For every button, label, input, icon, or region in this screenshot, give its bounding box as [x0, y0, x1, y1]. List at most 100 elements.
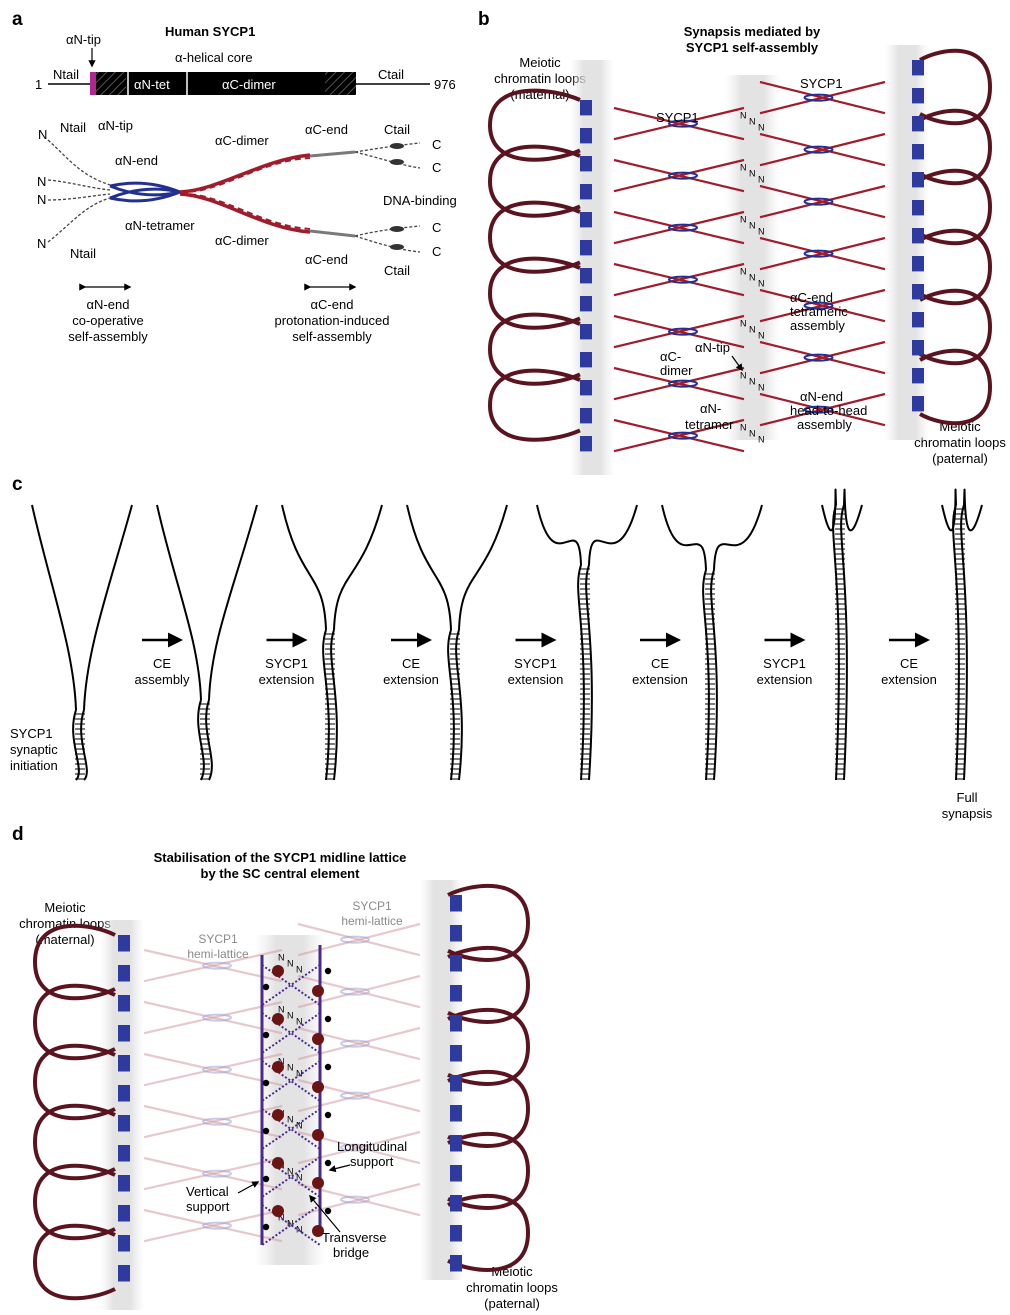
ctail-top-label: Ctail	[384, 122, 410, 137]
axis-block	[450, 895, 462, 912]
chromosome-axis	[334, 505, 382, 630]
n-terminus-glyph: N	[749, 116, 756, 126]
axis-block	[580, 436, 592, 451]
axis-block	[450, 1045, 462, 1062]
n-terminus: N	[37, 174, 46, 189]
panel-c: c SYCP1 synaptic initiation CEassemblySY…	[10, 474, 993, 821]
n-terminus-glyph: N	[749, 272, 756, 282]
chromosome-axis	[209, 505, 257, 700]
panel-a: a Human SYCP1 αN-tip α-helical core Ntai…	[12, 9, 457, 344]
c-terminus: C	[432, 244, 441, 259]
n-terminus-glyph: N	[740, 370, 747, 380]
panel-b-title-1: Synapsis mediated by	[684, 24, 821, 39]
bottom-right-line1: αC-end	[311, 297, 354, 312]
b-ac-dimer-1: αC-	[660, 349, 681, 364]
chromosome-axis	[714, 505, 762, 570]
step-label-line2: extension	[757, 672, 813, 687]
b-an-end-3: assembly	[797, 417, 852, 432]
ac-end-bot-label: αC-end	[305, 252, 348, 267]
n-terminus-glyph: N	[758, 122, 765, 132]
axis-block	[580, 184, 592, 199]
ntail-top-label: Ntail	[60, 120, 86, 135]
axis-block	[912, 284, 924, 299]
c-terminus: C	[432, 160, 441, 175]
b-an-end-2: head-to-head	[790, 403, 867, 418]
n-terminus-glyph: N	[749, 428, 756, 438]
b-paternal-3: (paternal)	[932, 451, 988, 466]
axis-block	[118, 1115, 130, 1132]
axis-block	[912, 172, 924, 187]
panel-d-title-1: Stabilisation of the SYCP1 midline latti…	[154, 850, 407, 865]
step-label-line2: extension	[508, 672, 564, 687]
panel-label-c: c	[12, 474, 23, 495]
seq-end: 976	[434, 77, 456, 92]
n-terminus-glyph: N	[740, 110, 747, 120]
b-ac-end-2: tetrameric	[790, 304, 848, 319]
axis-block	[118, 1175, 130, 1192]
an-tip-top-label: αN-tip	[66, 32, 101, 47]
c-terminus: C	[432, 220, 441, 235]
chromosome-axis	[282, 505, 326, 630]
n-terminus-glyph: N	[758, 382, 765, 392]
ce-protein	[312, 1177, 324, 1189]
axis-block	[450, 1075, 462, 1092]
ce-node	[263, 1080, 269, 1086]
d-longitudinal-2: support	[350, 1154, 394, 1169]
b-paternal-loops	[920, 51, 990, 423]
step-label-line2: extension	[881, 672, 937, 687]
ce-protein	[272, 965, 284, 977]
n-terminus-glyph: N	[278, 1004, 285, 1014]
step-label-line1: CE	[900, 656, 918, 671]
step-label-line2: extension	[383, 672, 439, 687]
step-label-line2: extension	[259, 672, 315, 687]
ce-protein	[312, 1081, 324, 1093]
n-terminus: N	[38, 127, 47, 142]
ce-protein	[312, 985, 324, 997]
d-hemi-left-2: hemi-lattice	[187, 947, 249, 961]
b-an-tetramer-1: αN-	[700, 401, 721, 416]
panel-label-a: a	[12, 9, 23, 30]
axis-block	[118, 1055, 130, 1072]
n-terminus-glyph: N	[749, 168, 756, 178]
b-an-tip: αN-tip	[695, 340, 730, 355]
axis-block	[118, 1265, 130, 1282]
an-end-label: αN-end	[115, 153, 158, 168]
n-terminus-glyph: N	[758, 226, 765, 236]
axis-block	[912, 88, 924, 103]
bottom-right-line2: protonation-induced	[275, 313, 390, 328]
axis-block	[912, 60, 924, 75]
bottom-left-line1: αN-end	[87, 297, 130, 312]
n-terminus-glyph: N	[758, 434, 765, 444]
axis-block	[912, 396, 924, 411]
d-transverse-1: Transverse	[322, 1230, 387, 1245]
step-label-line1: SYCP1	[763, 656, 806, 671]
axis-block	[580, 240, 592, 255]
axis-block	[450, 1015, 462, 1032]
n-terminus-glyph: N	[278, 952, 285, 962]
step-label-line2: extension	[632, 672, 688, 687]
ce-node	[325, 968, 331, 974]
step-label-line1: CE	[402, 656, 420, 671]
ce-node	[325, 1112, 331, 1118]
b-maternal-loops	[490, 91, 580, 440]
chromosome-axis	[448, 630, 454, 780]
ce-node	[325, 1016, 331, 1022]
b-sycp1-right: SYCP1	[800, 76, 843, 91]
axis-block	[912, 340, 924, 355]
b-ac-dimer-2: dimer	[660, 363, 693, 378]
n-terminus-glyph: N	[296, 1068, 303, 1078]
panel-d: d Stabilisation of the SYCP1 midline lat…	[12, 824, 558, 1311]
axis-block	[912, 116, 924, 131]
b-an-end-1: αN-end	[800, 389, 843, 404]
axis-block	[912, 228, 924, 243]
c-initiation-1: SYCP1	[10, 726, 53, 741]
ce-node	[263, 984, 269, 990]
step-label-line2: assembly	[135, 672, 190, 687]
ce-node	[263, 1128, 269, 1134]
n-terminus-glyph: N	[287, 958, 294, 968]
chromosome-axis	[578, 565, 584, 780]
b-an-tetramer-2: tetramer	[685, 417, 734, 432]
axis-block	[118, 1085, 130, 1102]
n-terminus-glyph: N	[749, 220, 756, 230]
ce-protein	[312, 1033, 324, 1045]
